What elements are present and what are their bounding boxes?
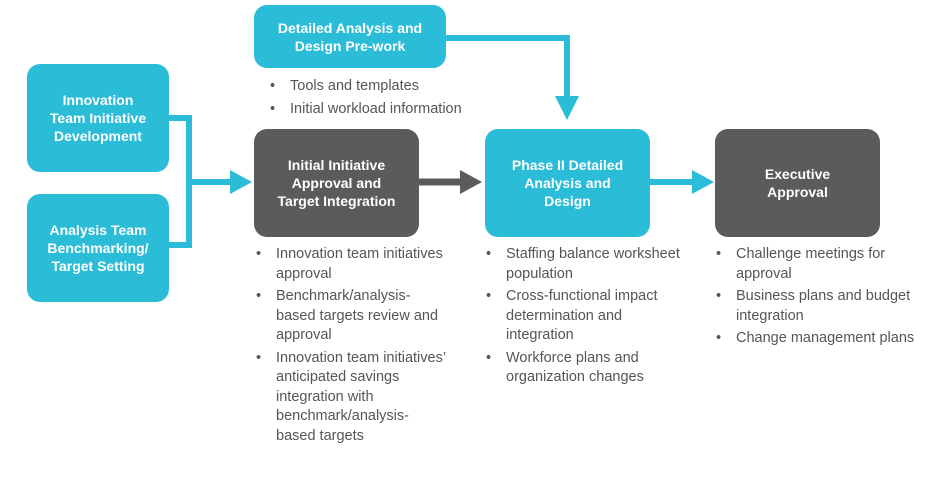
list-item: Initial workload information	[270, 100, 510, 120]
phase2-bullets: Staffing balance worksheet population Cr…	[486, 245, 686, 391]
arrowhead-down-to-phase2	[555, 96, 579, 120]
innovation-line-3: Development	[54, 128, 142, 144]
analysis-line-2: Benchmarking/	[47, 240, 149, 256]
analysis-line-3: Target Setting	[51, 258, 145, 274]
list-item: Innovation team initiatives’ anticipated…	[256, 349, 446, 447]
connector-innovation	[168, 115, 192, 182]
list-item: Change management plans	[716, 329, 916, 349]
innovation-line-1: Innovation	[62, 92, 134, 108]
innovation-line-2: Team Initiative	[49, 110, 147, 126]
list-item: Tools and templates	[270, 77, 510, 97]
list-item: Innovation team initiatives approval	[256, 245, 446, 284]
arrowhead-to-initial	[230, 170, 252, 194]
initial-line-1: Initial Initiative	[287, 157, 386, 173]
list-item: Challenge meetings for approval	[716, 245, 916, 284]
executive-line-1: Executive	[764, 166, 831, 182]
prework-bullets: Tools and templates Initial workload inf…	[270, 77, 510, 122]
list-item: Staffing balance worksheet population	[486, 245, 686, 284]
prework-line-2: Design Pre-work	[294, 37, 406, 54]
list-item: Workforce plans and organization changes	[486, 349, 686, 388]
connector-analysis	[168, 182, 192, 248]
executive-line-2: Approval	[767, 184, 828, 200]
initial-line-3: Target Integration	[277, 193, 396, 209]
initial-line-2: Approval and	[291, 175, 382, 191]
analysis-line-1: Analysis Team	[49, 222, 147, 238]
list-item: Cross-functional impact determination an…	[486, 287, 686, 346]
connector-prework-phase2	[444, 35, 570, 98]
executive-bullets: Challenge meetings for approval Business…	[716, 245, 916, 352]
list-item: Benchmark/analysis-based targets review …	[256, 287, 446, 346]
arrowhead-to-phase2	[460, 170, 482, 194]
initial-bullets: Innovation team initiatives approval Ben…	[256, 245, 446, 449]
phase2-line-3: Design	[544, 193, 591, 209]
list-item: Business plans and budget integration	[716, 287, 916, 326]
phase2-line-1: Phase II Detailed	[511, 157, 624, 173]
prework-line-1: Detailed Analysis and	[277, 19, 423, 36]
arrowhead-to-executive	[692, 170, 714, 194]
phase2-line-2: Analysis and	[524, 175, 611, 191]
